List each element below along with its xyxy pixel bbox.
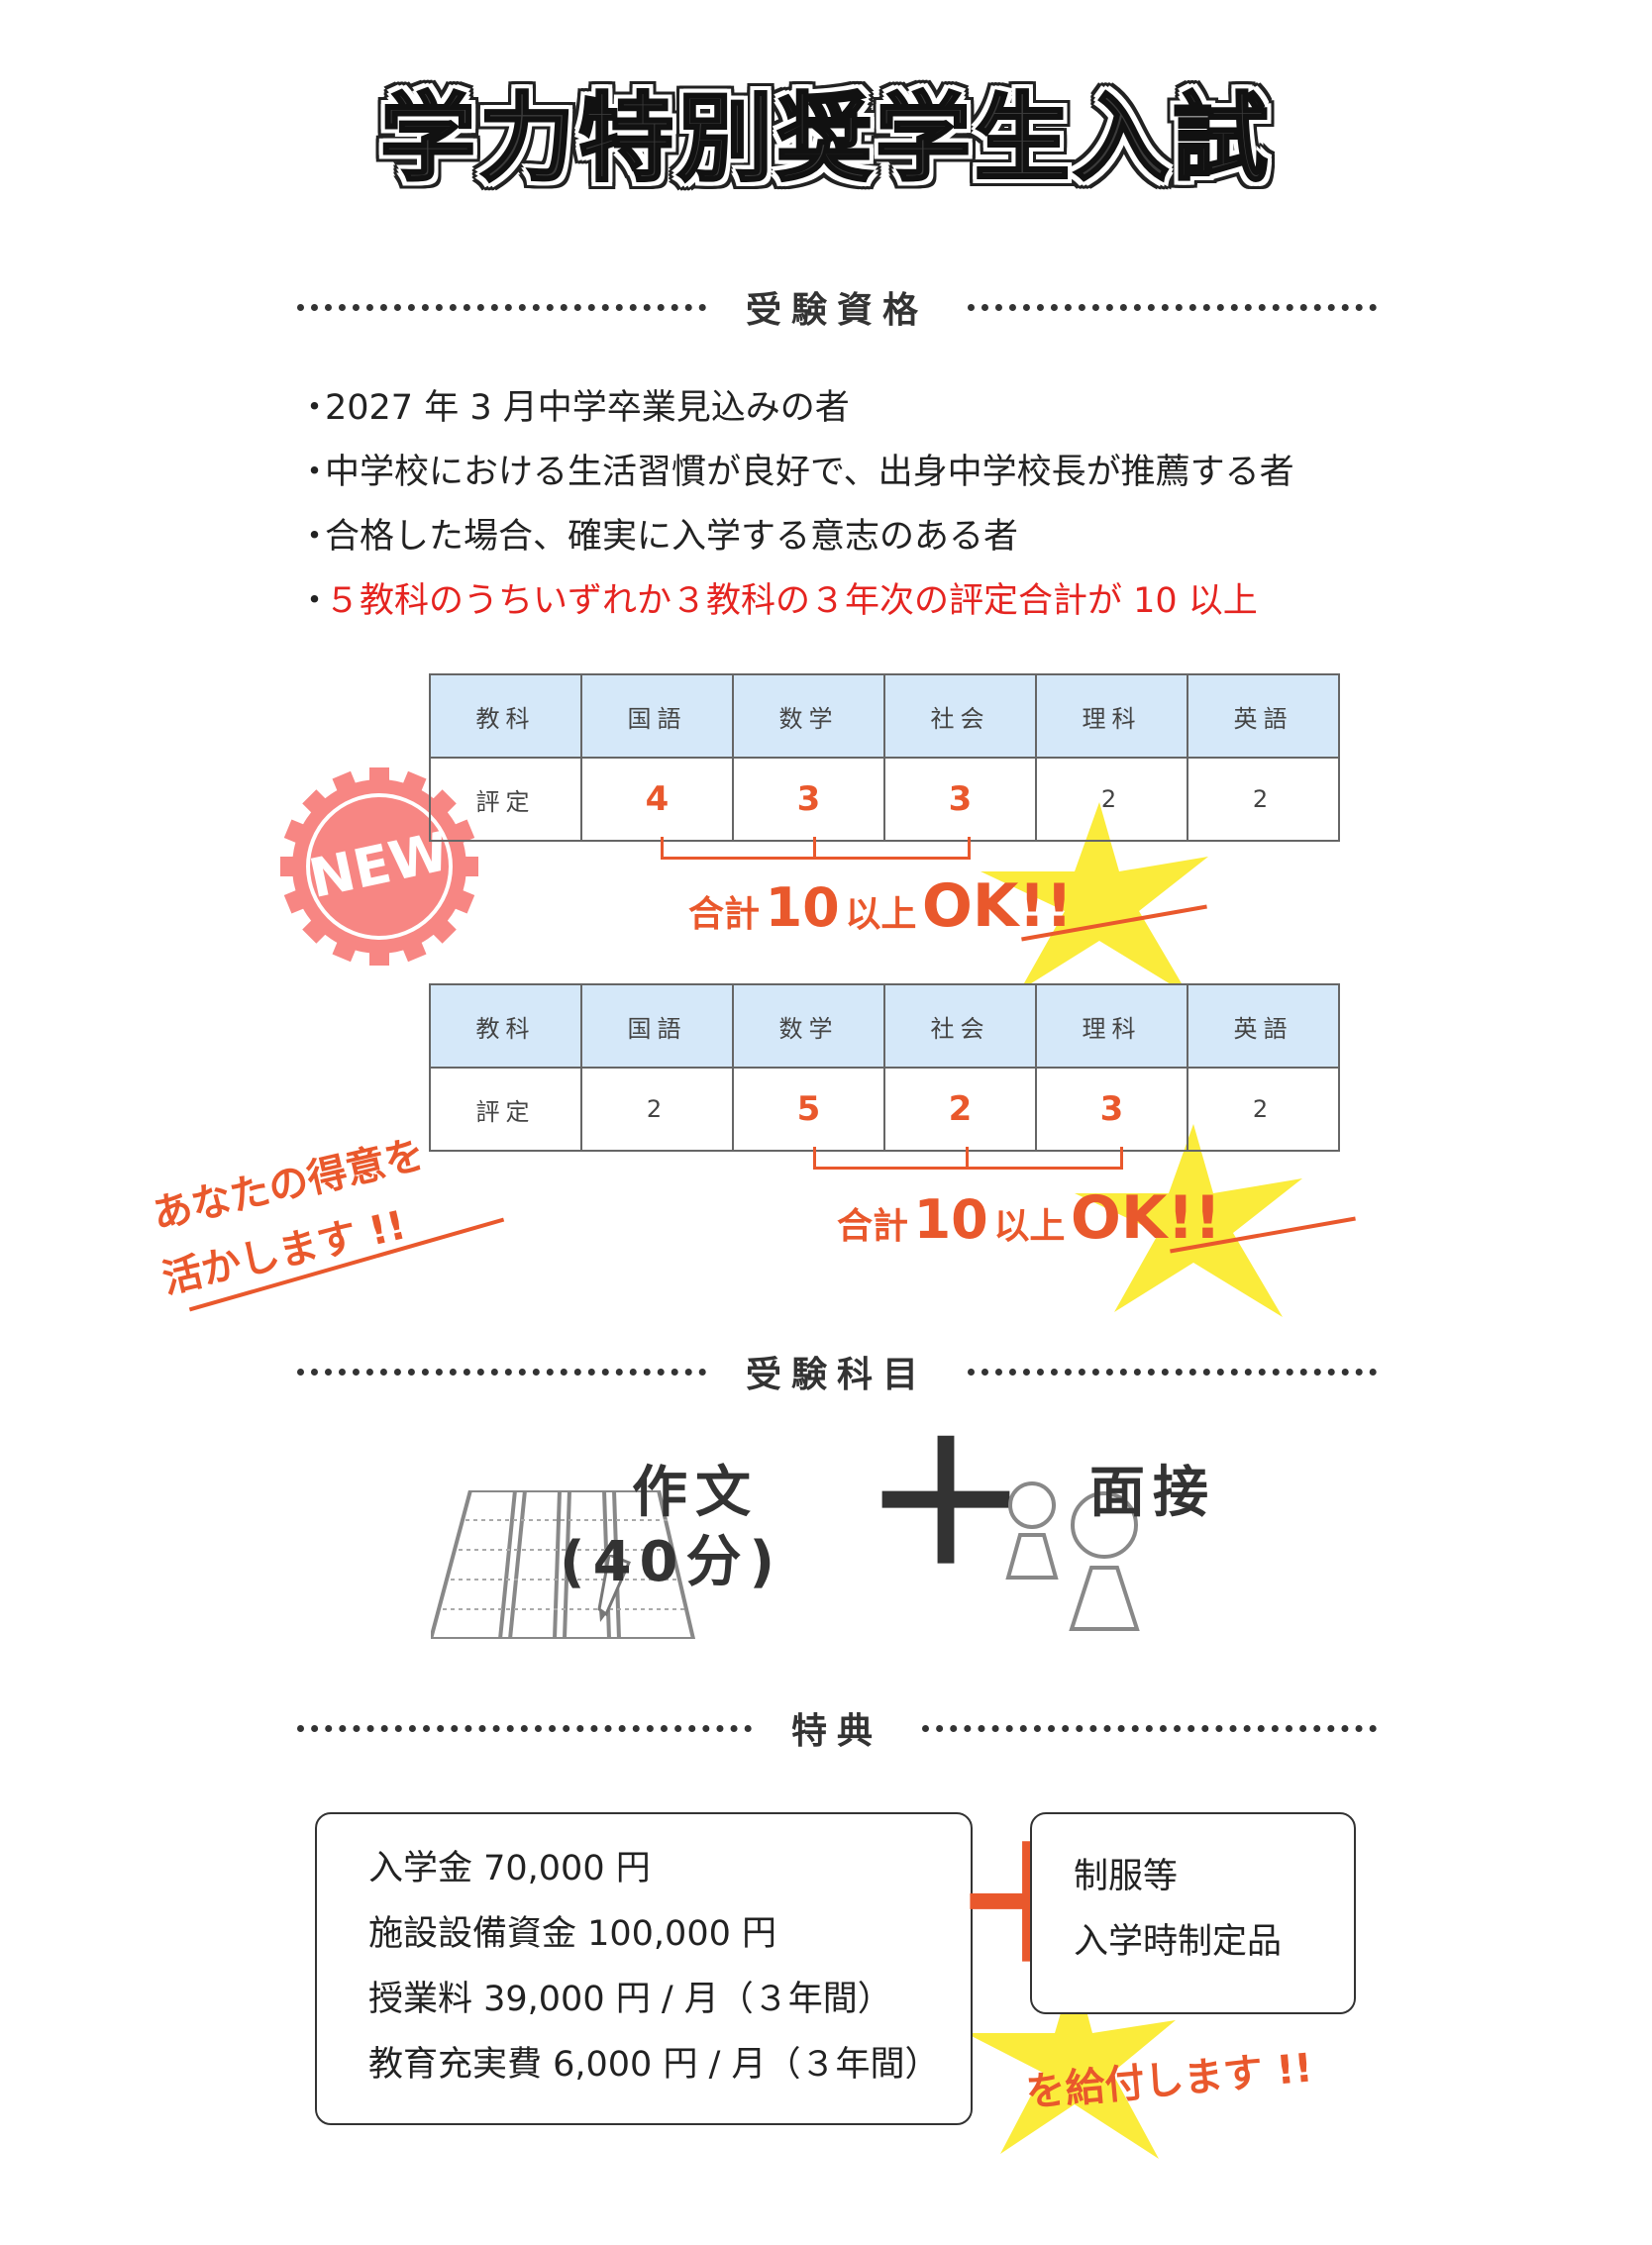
table-header-cell: 社会 <box>883 983 1037 1069</box>
table-cell-highlight: 3 <box>732 757 885 842</box>
dotted-divider <box>297 1368 706 1376</box>
essay-time: (40分) <box>560 1530 783 1594</box>
manuscript-paper-icon <box>431 1490 696 1639</box>
star-burst-icon <box>1075 1124 1302 1317</box>
table-header-cell: 理科 <box>1035 673 1188 759</box>
table-header-cell: 社会 <box>883 673 1037 759</box>
table-cell-highlight: 5 <box>732 1067 885 1152</box>
fee-item: 授業料 39,000 円 / 月（３年間） <box>368 1980 892 2019</box>
table-row: 評定 4 3 3 2 2 <box>429 757 1340 842</box>
list-item: ・中学校における生活習慣が良好で、出身中学校長が推薦する者 <box>297 453 1294 492</box>
pencil-icon <box>597 1555 632 1622</box>
table-cell-highlight: 3 <box>883 757 1037 842</box>
table-cell: 2 <box>1187 757 1340 842</box>
star-burst-icon <box>966 1966 1176 2159</box>
gear-tooth <box>449 887 475 914</box>
gear-tooth <box>400 770 427 797</box>
table-row-label: 評定 <box>429 1067 582 1152</box>
table-header-cell: 理科 <box>1035 983 1188 1069</box>
sum-bracket <box>661 837 971 860</box>
dotted-divider <box>297 303 706 311</box>
dotted-divider <box>968 1368 1378 1376</box>
gear-tooth <box>332 770 359 797</box>
grade-table-2: 教科 国語 数学 社会 理科 英語 評定 2 5 2 3 2 <box>429 983 1340 1152</box>
benefit-item: 制服等 <box>1074 1857 1179 1896</box>
page-title: 学力特別奨学生入試 <box>379 82 1272 196</box>
table-header-cell: 数学 <box>732 983 885 1069</box>
table-header-cell: 教科 <box>429 673 582 759</box>
table-header-cell: 国語 <box>580 673 734 759</box>
list-item: ・合格した場合、確実に入学する意志のある者 <box>297 517 1019 557</box>
table-cell: 2 <box>580 1067 734 1152</box>
gear-tooth <box>369 767 389 787</box>
ok-label-1: 合計 10 以上 OK!! <box>688 871 1074 941</box>
gear-tooth <box>283 819 310 846</box>
table-cell-highlight: 3 <box>1035 1067 1188 1152</box>
table-cell-highlight: 4 <box>580 757 734 842</box>
items-box: 制服等 入学時制定品 <box>1030 1812 1356 2014</box>
interview-people-icon <box>1005 1481 1140 1631</box>
fee-item: 施設設備資金 100,000 円 <box>368 1914 776 1954</box>
section-heading-benefits: 特典 <box>297 1698 1378 1758</box>
bracket-tick <box>966 1147 969 1167</box>
section-label: 特典 <box>791 1711 883 1752</box>
section-heading-qualification: 受験資格 <box>297 277 1378 337</box>
section-heading-subjects: 受験科目 <box>297 1342 1378 1401</box>
section-label: 受験科目 <box>746 1355 929 1395</box>
table-header-cell: 国語 <box>580 983 734 1069</box>
dotted-divider <box>968 303 1378 311</box>
bracket-tick <box>813 837 816 857</box>
gear-tooth <box>400 936 427 963</box>
fees-box: 入学金 70,000 円 施設設備資金 100,000 円 授業料 39,000… <box>315 1812 973 2125</box>
dotted-divider <box>297 1724 752 1732</box>
table-header-row: 教科 国語 数学 社会 理科 英語 <box>429 983 1340 1069</box>
essay-label: 作文 <box>632 1461 759 1525</box>
list-item: ・2027 年 3 月中学卒業見込みの者 <box>297 388 850 428</box>
star-burst-icon <box>981 802 1208 995</box>
interview-label: 面接 <box>1089 1461 1216 1525</box>
gear-tooth <box>332 936 359 963</box>
qualification-list: ・2027 年 3 月中学卒業見込みの者 ・中学校における生活習慣が良好で、出身… <box>297 376 1387 634</box>
benefit-item: 入学時制定品 <box>1074 1922 1283 1962</box>
table-header-row: 教科 国語 数学 社会 理科 英語 <box>429 673 1340 759</box>
fee-item: 入学金 70,000 円 <box>368 1849 651 1888</box>
table-header-cell: 英語 <box>1187 673 1340 759</box>
list-item-highlight: ・５教科のうちいずれか３教科の３年次の評定合計が 10 以上 <box>297 581 1258 621</box>
fee-item: 教育充実費 6,000 円 / 月（３年間） <box>368 2045 940 2085</box>
table-row-label: 評定 <box>429 757 582 842</box>
ok-label-2: 合計 10 以上 OK!! <box>837 1183 1222 1253</box>
gear-tooth <box>280 857 300 876</box>
table-header-cell: 教科 <box>429 983 582 1069</box>
sum-bracket <box>813 1147 1123 1170</box>
table-cell: 2 <box>1035 757 1188 842</box>
table-row: 評定 2 5 2 3 2 <box>429 1067 1340 1152</box>
gear-tooth <box>459 857 478 876</box>
table-cell-highlight: 2 <box>883 1067 1037 1152</box>
gear-tooth <box>283 887 310 914</box>
table-header-cell: 数学 <box>732 673 885 759</box>
gear-tooth <box>369 946 389 966</box>
table-header-cell: 英語 <box>1187 983 1340 1069</box>
table-cell: 2 <box>1187 1067 1340 1152</box>
section-label: 受験資格 <box>746 290 929 331</box>
plus-icon: ＋ <box>862 1407 1031 1603</box>
dotted-divider <box>922 1724 1378 1732</box>
grade-table-1: 教科 国語 数学 社会 理科 英語 評定 4 3 3 2 2 <box>429 673 1340 842</box>
